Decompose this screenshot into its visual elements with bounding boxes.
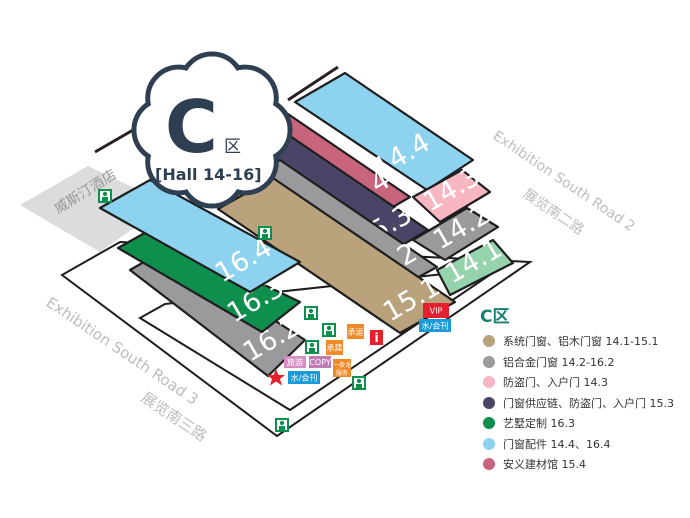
legend-item: 艺墅定制 16.3 bbox=[480, 413, 690, 434]
legend-item: 门窗配件 14.4、16.4 bbox=[480, 434, 690, 455]
hall-14-3[interactable] bbox=[411, 168, 492, 224]
hall-14-1[interactable] bbox=[435, 238, 515, 297]
shipping-tag-label: 承运 bbox=[348, 328, 364, 337]
legend-label: 门窗配件 14.4、16.4 bbox=[503, 437, 611, 451]
zone-letter: C bbox=[165, 85, 218, 169]
star-icon bbox=[267, 369, 285, 386]
travel-tag-label: 旅游 bbox=[287, 357, 303, 367]
legend-label: 系统门窗、铝木门窗 14.1-15.1 bbox=[503, 335, 659, 349]
copy-tag-label: COPY bbox=[309, 358, 331, 367]
water-catalog-tag-label: 水/会刊 bbox=[422, 321, 449, 331]
legend-item: 门窗供应链、防盗门、入户门 15.3 bbox=[480, 393, 690, 414]
legend-label: 铝合金门窗 14.2-16.2 bbox=[503, 355, 615, 369]
travel-tag[interactable]: 旅游 bbox=[284, 356, 306, 368]
water-catalog-tag[interactable]: 水/会刊 bbox=[288, 371, 320, 384]
legend: C区 系统门窗、铝木门窗 14.1-15.1 铝合金门窗 14.2-16.2 防盗门… bbox=[480, 302, 690, 475]
road-edge bbox=[287, 65, 339, 102]
person-icon[interactable] bbox=[305, 340, 319, 354]
zone-subtitle: [Hall 14-16] bbox=[155, 165, 262, 184]
legend-swatch bbox=[483, 376, 495, 389]
construction-tag-label: 承建 bbox=[327, 343, 343, 353]
legend-swatch bbox=[483, 335, 495, 348]
construction-tag[interactable]: 承建 bbox=[326, 340, 343, 355]
legend-label: 门窗供应链、防盗门、入户门 15.3 bbox=[503, 396, 674, 410]
legend-item: 防盗门、入户门 14.3 bbox=[480, 372, 690, 393]
legend-swatch bbox=[483, 417, 495, 430]
shipping-tag[interactable]: 承运 bbox=[347, 324, 364, 339]
zone-badge bbox=[131, 51, 293, 209]
vip-tag[interactable]: VIP bbox=[423, 303, 449, 318]
water-catalog-tag-label: 水/会刊 bbox=[291, 373, 318, 383]
info-label: i bbox=[374, 331, 378, 345]
service-label: 服务 bbox=[336, 369, 348, 377]
legend-label: 安义建材馆 15.4 bbox=[503, 458, 586, 472]
legend-swatch bbox=[483, 355, 495, 368]
one-stop-label: 一条龙 bbox=[333, 361, 351, 369]
hall-14-4[interactable] bbox=[293, 71, 475, 192]
vip-tag-label: VIP bbox=[430, 307, 443, 316]
person-icon[interactable] bbox=[258, 226, 272, 240]
person-icon[interactable] bbox=[275, 418, 289, 432]
legend-swatch bbox=[483, 396, 495, 409]
legend-item: 安义建材馆 15.4 bbox=[480, 454, 690, 475]
copy-tag[interactable]: COPY bbox=[309, 356, 331, 368]
hall-16-4[interactable] bbox=[98, 178, 302, 294]
hall-16-3[interactable] bbox=[116, 228, 302, 334]
hall-14-2[interactable] bbox=[411, 206, 500, 262]
person-icon[interactable] bbox=[322, 323, 336, 337]
legend-swatch bbox=[483, 458, 495, 471]
person-icon[interactable] bbox=[98, 189, 112, 203]
water-catalog-tag[interactable]: 水/会刊 bbox=[419, 319, 451, 332]
info-icon[interactable]: i bbox=[370, 330, 383, 345]
zone-suffix: 区 bbox=[224, 137, 241, 157]
person-icon[interactable] bbox=[304, 306, 318, 320]
legend-label: 艺墅定制 16.3 bbox=[503, 417, 575, 431]
legend-title: C区 bbox=[480, 307, 510, 327]
legend-item: 系统门窗、铝木门窗 14.1-15.1 bbox=[480, 331, 690, 352]
legend-swatch bbox=[483, 437, 495, 450]
hotel-area bbox=[20, 166, 168, 252]
legend-label: 防盗门、入户门 14.3 bbox=[503, 376, 608, 390]
person-icon[interactable] bbox=[352, 376, 366, 390]
legend-item: 铝合金门窗 14.2-16.2 bbox=[480, 352, 690, 373]
